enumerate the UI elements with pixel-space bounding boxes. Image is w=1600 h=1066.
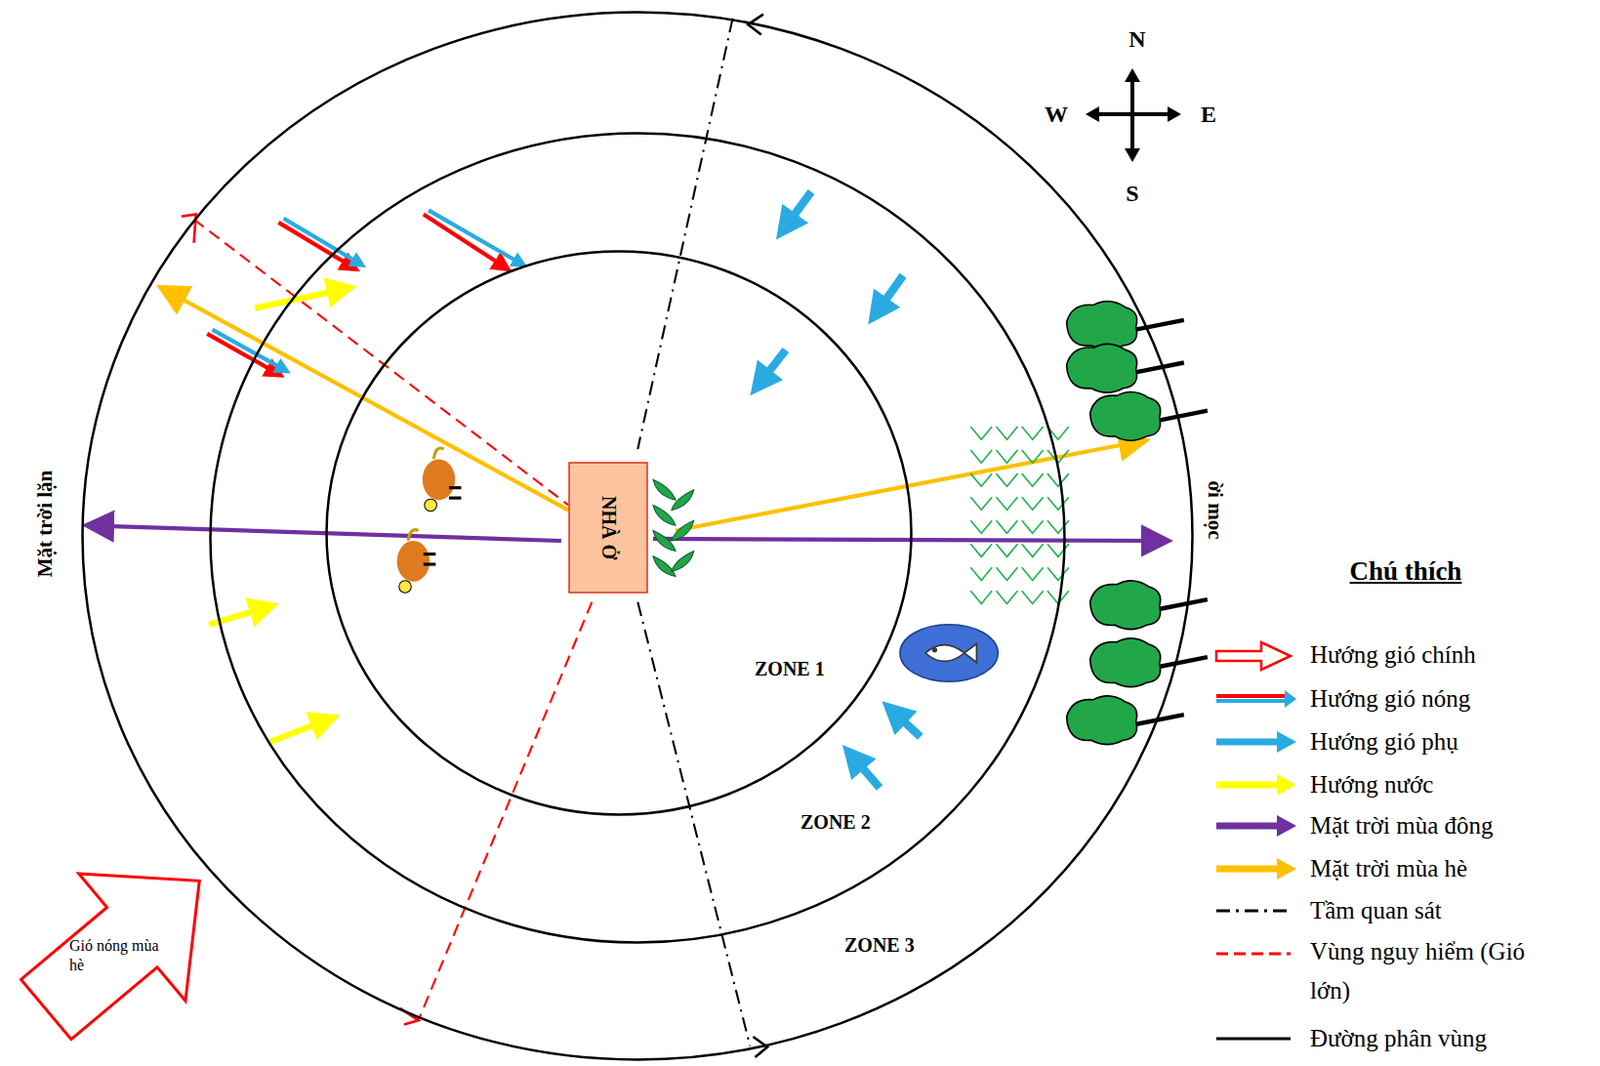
wind-label: Gió nóng mùa hè [69, 936, 177, 976]
legend-text: Hướng gió phụ [1310, 728, 1459, 756]
sunset-label: Mặt trời lặn [34, 469, 59, 577]
zone-1-ring: ZONE 1 NHÀ Ở [325, 249, 913, 817]
compass-south: S [1125, 180, 1139, 207]
zone-label: ZONE 3 [844, 934, 915, 957]
legend-text: Đường phân vùng [1310, 1025, 1487, 1053]
legend-swatch [1214, 857, 1299, 881]
house-box: NHÀ Ở [568, 461, 649, 594]
legend-text: Tầm quan sát [1310, 897, 1442, 925]
legend-swatch [1214, 730, 1299, 754]
zone-label: ZONE 1 [754, 657, 825, 681]
house-label: NHÀ Ở [597, 495, 620, 560]
legend-text: Hướng gió chính [1310, 641, 1477, 669]
compass-north: N [1128, 26, 1146, 53]
legend-text: Vùng nguy hiểm (Gió lớn) [1310, 932, 1564, 1011]
sunrise-label: ời mọc [1202, 480, 1228, 539]
compass-west: W [1044, 101, 1068, 128]
legend-title: Chú thích [1350, 556, 1463, 587]
hot-wind-arrow: Gió nóng mùa hè [7, 834, 233, 1055]
legend-swatch [1214, 773, 1299, 797]
zone-3-ring: ZONE 3 ZONE 2 ZONE 1 NHÀ Ở [81, 10, 1194, 1062]
legend-text: Mặt trời mùa hè [1310, 855, 1468, 883]
legend-text: Mặt trời mùa đông [1310, 812, 1494, 840]
zone-label: ZONE 2 [800, 811, 871, 834]
legend-text: Hướng nước [1310, 771, 1434, 799]
legend-text: Hướng gió nóng [1310, 685, 1471, 713]
legend-swatch [1214, 814, 1299, 838]
zone-2-ring: ZONE 2 ZONE 1 NHÀ Ở [208, 131, 1067, 944]
compass-east: E [1200, 101, 1217, 128]
